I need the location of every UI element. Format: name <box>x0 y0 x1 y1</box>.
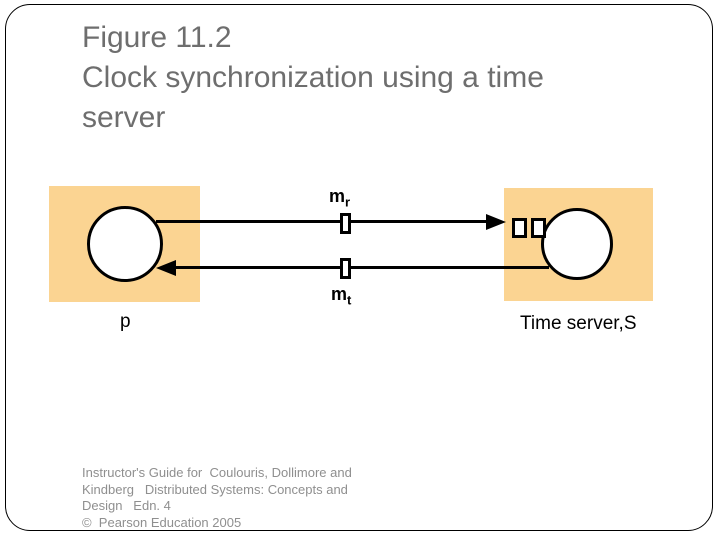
left-arrowhead-icon <box>156 260 176 276</box>
slide-border <box>5 4 713 531</box>
label-message-mt: mt <box>331 284 351 308</box>
message-mt-marker <box>340 258 351 279</box>
slide-title: Figure 11.2 Clock synchronization using … <box>82 18 544 138</box>
process-p-circle <box>87 206 163 282</box>
request-message-line <box>156 220 488 223</box>
message-mr-marker <box>340 213 351 234</box>
title-line-caption-1: Clock synchronization using a time <box>82 61 544 94</box>
server-queue-box-2 <box>531 218 546 238</box>
title-line-figure-number: Figure 11.2 <box>82 21 232 54</box>
label-process-p: p <box>120 311 131 332</box>
server-queue-box-1 <box>512 218 527 238</box>
copyright-footer: Instructor's Guide for Coulouris, Dollim… <box>82 465 352 531</box>
right-arrowhead-icon <box>486 214 506 230</box>
title-line-caption-2: server <box>82 101 166 134</box>
reply-message-line <box>174 266 549 269</box>
label-mr-subscript: r <box>345 194 351 210</box>
label-mt-subscript: t <box>347 292 352 308</box>
footer-line-4: © Pearson Education 2005 <box>82 514 242 530</box>
label-mt-base: m <box>331 284 348 304</box>
footer-line-1: Instructor's Guide for Coulouris, Dollim… <box>82 465 352 480</box>
footer-line-2: Kindberg Distributed Systems: Concepts a… <box>82 481 348 497</box>
label-mr-base: m <box>329 186 346 206</box>
label-time-server: Time server,S <box>520 313 637 334</box>
footer-line-3: Design Edn. 4 <box>82 498 171 513</box>
label-message-mr: mr <box>329 186 350 210</box>
time-server-circle <box>541 208 613 280</box>
